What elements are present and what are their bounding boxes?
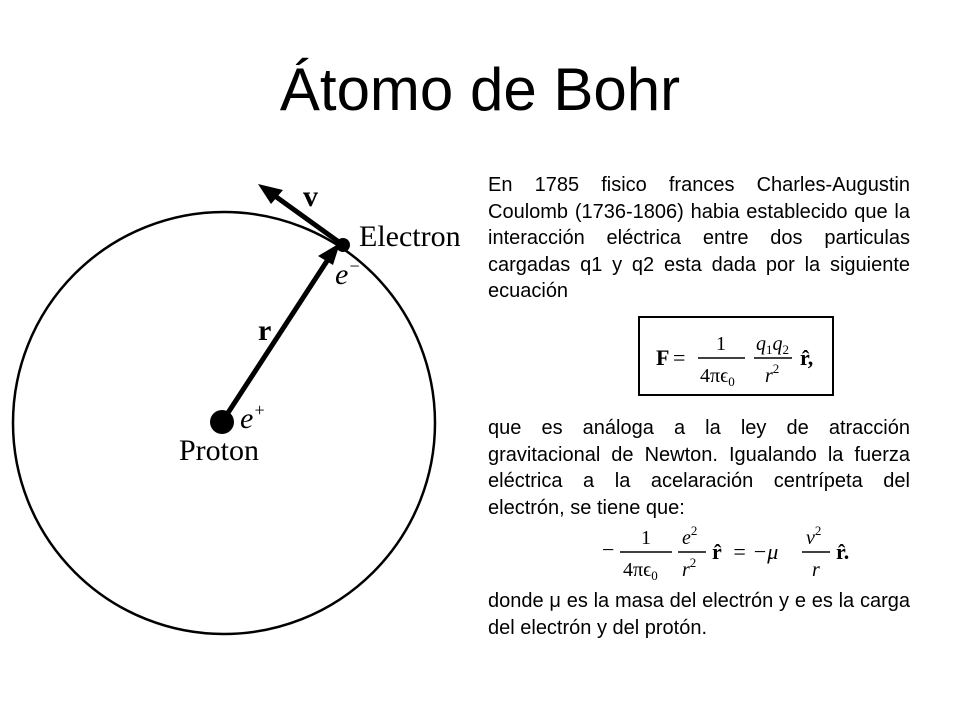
eq1-frac2-denominator: r2 [765, 361, 779, 387]
eq1-frac1-denominator: 4πϵ0 [700, 365, 735, 389]
eq2-frac2-numerator: e2 [682, 524, 697, 549]
radius-vector [219, 259, 330, 424]
eq2-unit-vector: r̂ [712, 539, 722, 564]
eq2-frac3-denominator: r [812, 559, 820, 581]
eq1-frac2-numerator: q1q2 [756, 333, 789, 357]
electron-label: Electron [359, 220, 461, 253]
newton-analogy-paragraph: que es análoga a la ley de atracción gra… [488, 417, 910, 519]
proton-label: Proton [179, 434, 259, 467]
coulomb-equation: F = 1 4πϵ0 q1q2 r2 r̂, [656, 333, 813, 389]
eq2-frac1-numerator: 1 [641, 527, 651, 549]
mass-charge-paragraph: donde μ es la masa del electrón y e es l… [488, 590, 910, 639]
electron-dot [336, 238, 350, 252]
eq1-unit-vector: r̂, [800, 345, 813, 370]
radius-label: r [258, 314, 271, 347]
coulomb-equation-box: F = 1 4πϵ0 q1q2 r2 r̂, [638, 316, 834, 396]
force-balance-equation: − 1 4πϵ0 e2 r2 r̂ = −μ v2 r r̂. [602, 524, 849, 583]
proton-dot [210, 410, 234, 434]
bohr-atom-diagram: v Electron e− r e+ Proton [11, 180, 461, 636]
velocity-vector [273, 193, 345, 248]
velocity-label: v [303, 180, 318, 213]
eq2-minus: − [602, 537, 614, 562]
electron-orbit [11, 210, 437, 636]
eq2-frac1-denominator: 4πϵ0 [623, 559, 658, 583]
eq2-equals-mu: = −μ [732, 539, 778, 564]
eq2-unit-vector-end: r̂. [836, 539, 849, 564]
eq1-equals: = [673, 345, 685, 370]
velocity-arrowhead [258, 184, 283, 204]
coulomb-intro-paragraph: En 1785 fisico frances Charles-Augustin … [488, 174, 910, 302]
eq1-force: F [656, 345, 669, 370]
eq1-frac1-numerator: 1 [716, 333, 726, 355]
electron-charge-label: e− [335, 256, 360, 291]
slide-title: Átomo de Bohr [279, 56, 681, 123]
proton-charge-label: e+ [240, 400, 265, 435]
eq2-frac3-numerator: v2 [806, 524, 821, 549]
eq2-frac2-denominator: r2 [682, 555, 696, 581]
radius-arrowhead [318, 243, 340, 265]
